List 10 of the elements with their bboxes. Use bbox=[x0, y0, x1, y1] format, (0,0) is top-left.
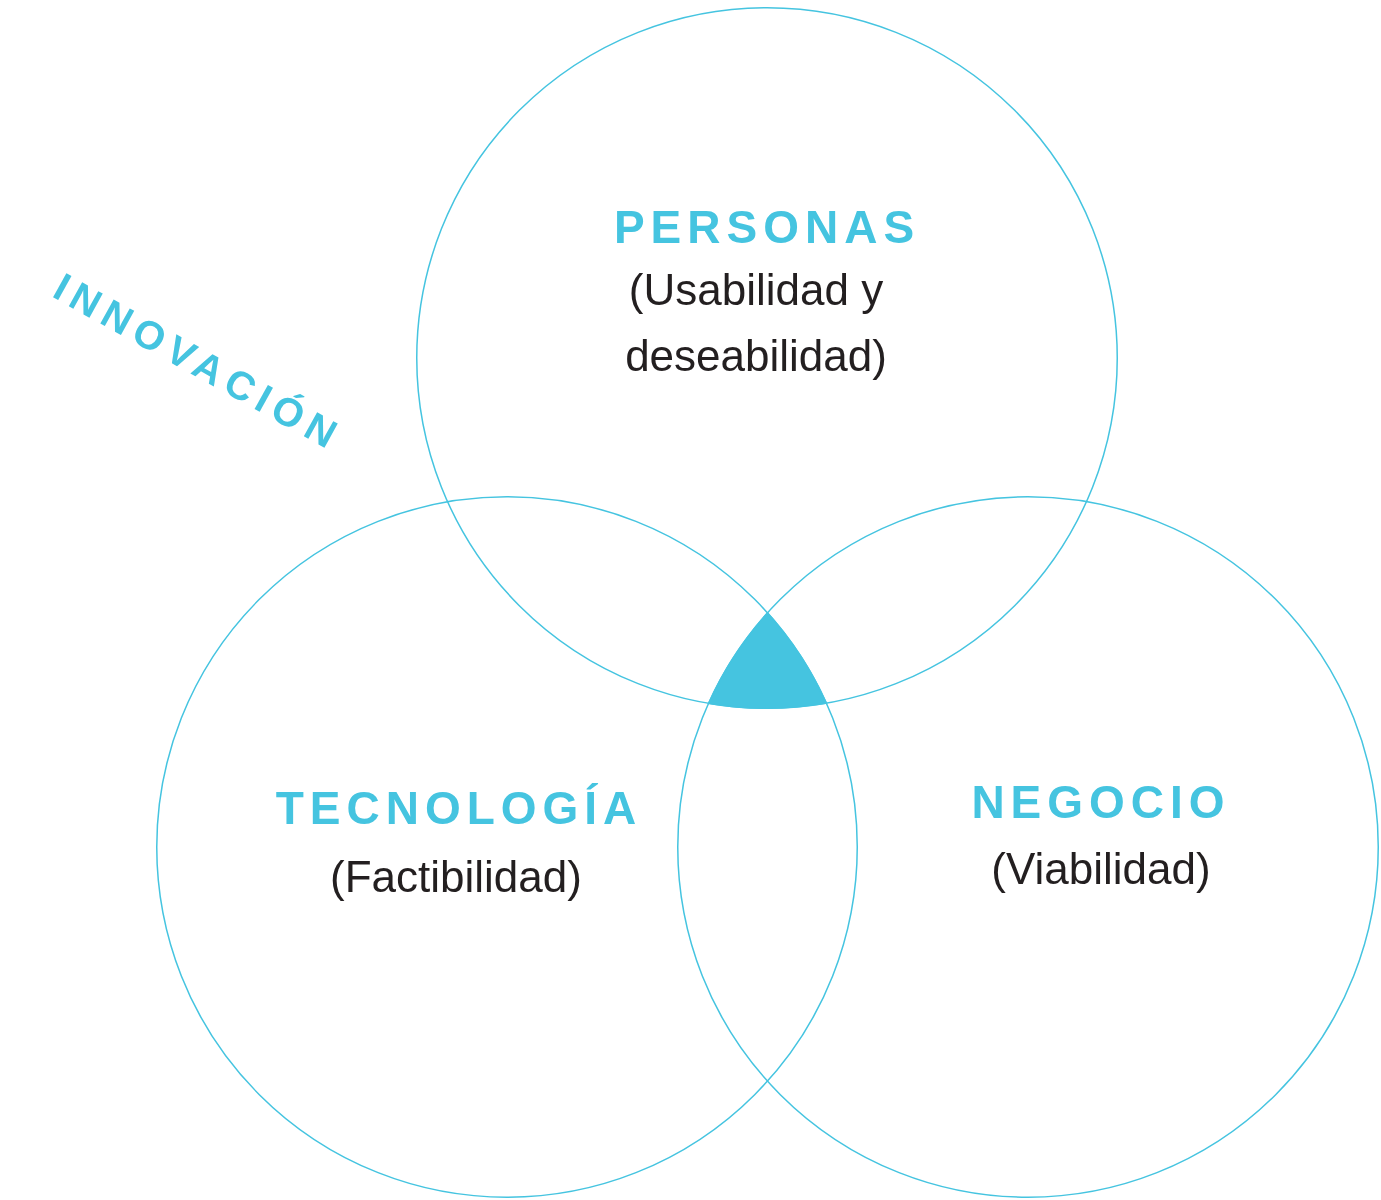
circle-heading: TECNOLOGÍA bbox=[275, 781, 643, 835]
venn-circle bbox=[156, 496, 858, 1198]
circle-description: (Usabilidad y deseabilidad) bbox=[624, 264, 888, 382]
venn-circle bbox=[677, 496, 1379, 1198]
venn-circle bbox=[416, 7, 1118, 709]
circle-heading: NEGOCIO bbox=[971, 775, 1231, 829]
circle-heading: PERSONAS bbox=[613, 200, 921, 254]
intersection-region bbox=[707, 611, 828, 709]
circle-description: (Factibilidad) bbox=[329, 851, 583, 903]
circle-description: (Viabilidad) bbox=[990, 843, 1212, 895]
